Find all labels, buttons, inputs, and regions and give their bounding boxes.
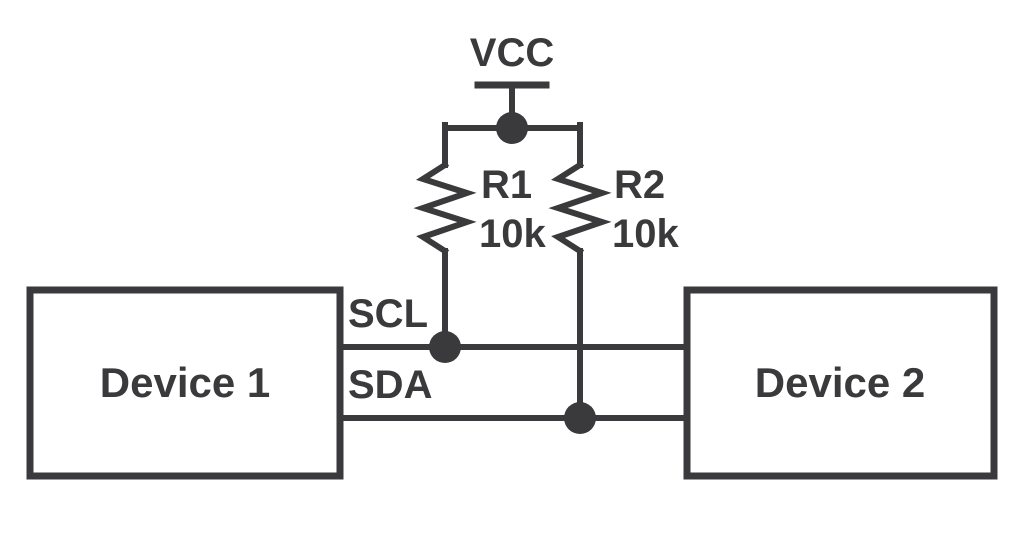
r2-name-label: R2 <box>614 163 665 207</box>
device-2-label: Device 2 <box>755 359 925 406</box>
r1-value-label: 10k <box>479 212 546 256</box>
scl-junction-dot <box>429 331 461 363</box>
sda-junction-dot <box>564 402 596 434</box>
r1-name-label: R1 <box>481 163 532 207</box>
device-1-box <box>26 286 344 480</box>
scl-label: SCL <box>348 292 428 336</box>
device-1-label: Device 1 <box>100 359 270 406</box>
vcc-junction-dot <box>496 112 528 144</box>
resistor-r2-symbol <box>548 160 612 256</box>
resistor-r1-symbol <box>413 160 477 256</box>
sda-label: SDA <box>348 363 432 407</box>
device-2-box <box>683 286 998 480</box>
r2-value-label: 10k <box>612 212 679 256</box>
vcc-label: VCC <box>470 31 554 75</box>
